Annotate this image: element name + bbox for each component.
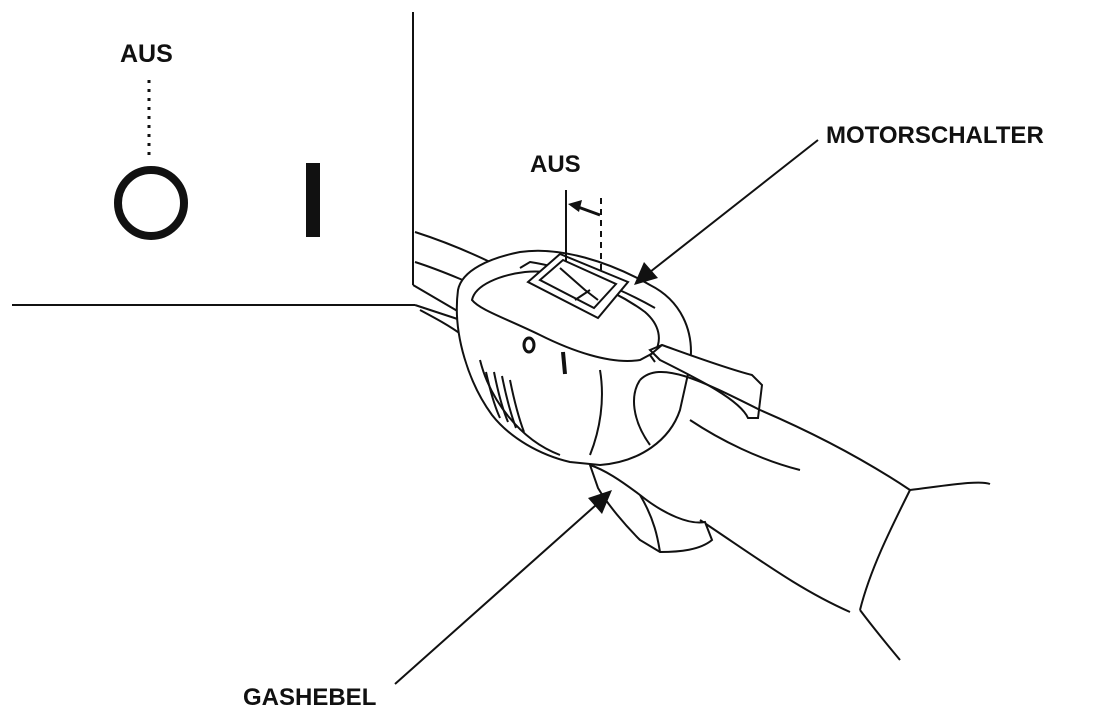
engine-switch-icon xyxy=(526,252,630,320)
engine-switch-arrowhead-icon xyxy=(634,262,658,285)
grip-ribs xyxy=(485,371,525,433)
engine-switch-leader xyxy=(649,139,819,273)
engine-switch-label: MOTORSCHALTER xyxy=(826,122,1044,149)
lock-lever xyxy=(648,343,764,419)
throttle-arrowhead-icon xyxy=(588,490,612,514)
off-symbol-icon xyxy=(114,166,188,240)
on-symbol-icon xyxy=(306,163,320,237)
housing-on-mark-icon xyxy=(561,351,567,375)
housing-off-mark-icon xyxy=(522,336,536,354)
switch-off-label: AUS xyxy=(530,151,581,178)
throttle-leader xyxy=(394,504,597,685)
direction-arrow-icon xyxy=(568,200,582,212)
inset-off-label: AUS xyxy=(120,40,173,68)
throttle-label: GASHEBEL xyxy=(243,684,376,711)
throttle-lever xyxy=(588,463,714,554)
symbol-inset: AUS xyxy=(12,12,501,334)
direction-arrow-shaft xyxy=(577,205,601,217)
grip xyxy=(633,371,991,661)
switch-housing xyxy=(455,249,692,467)
